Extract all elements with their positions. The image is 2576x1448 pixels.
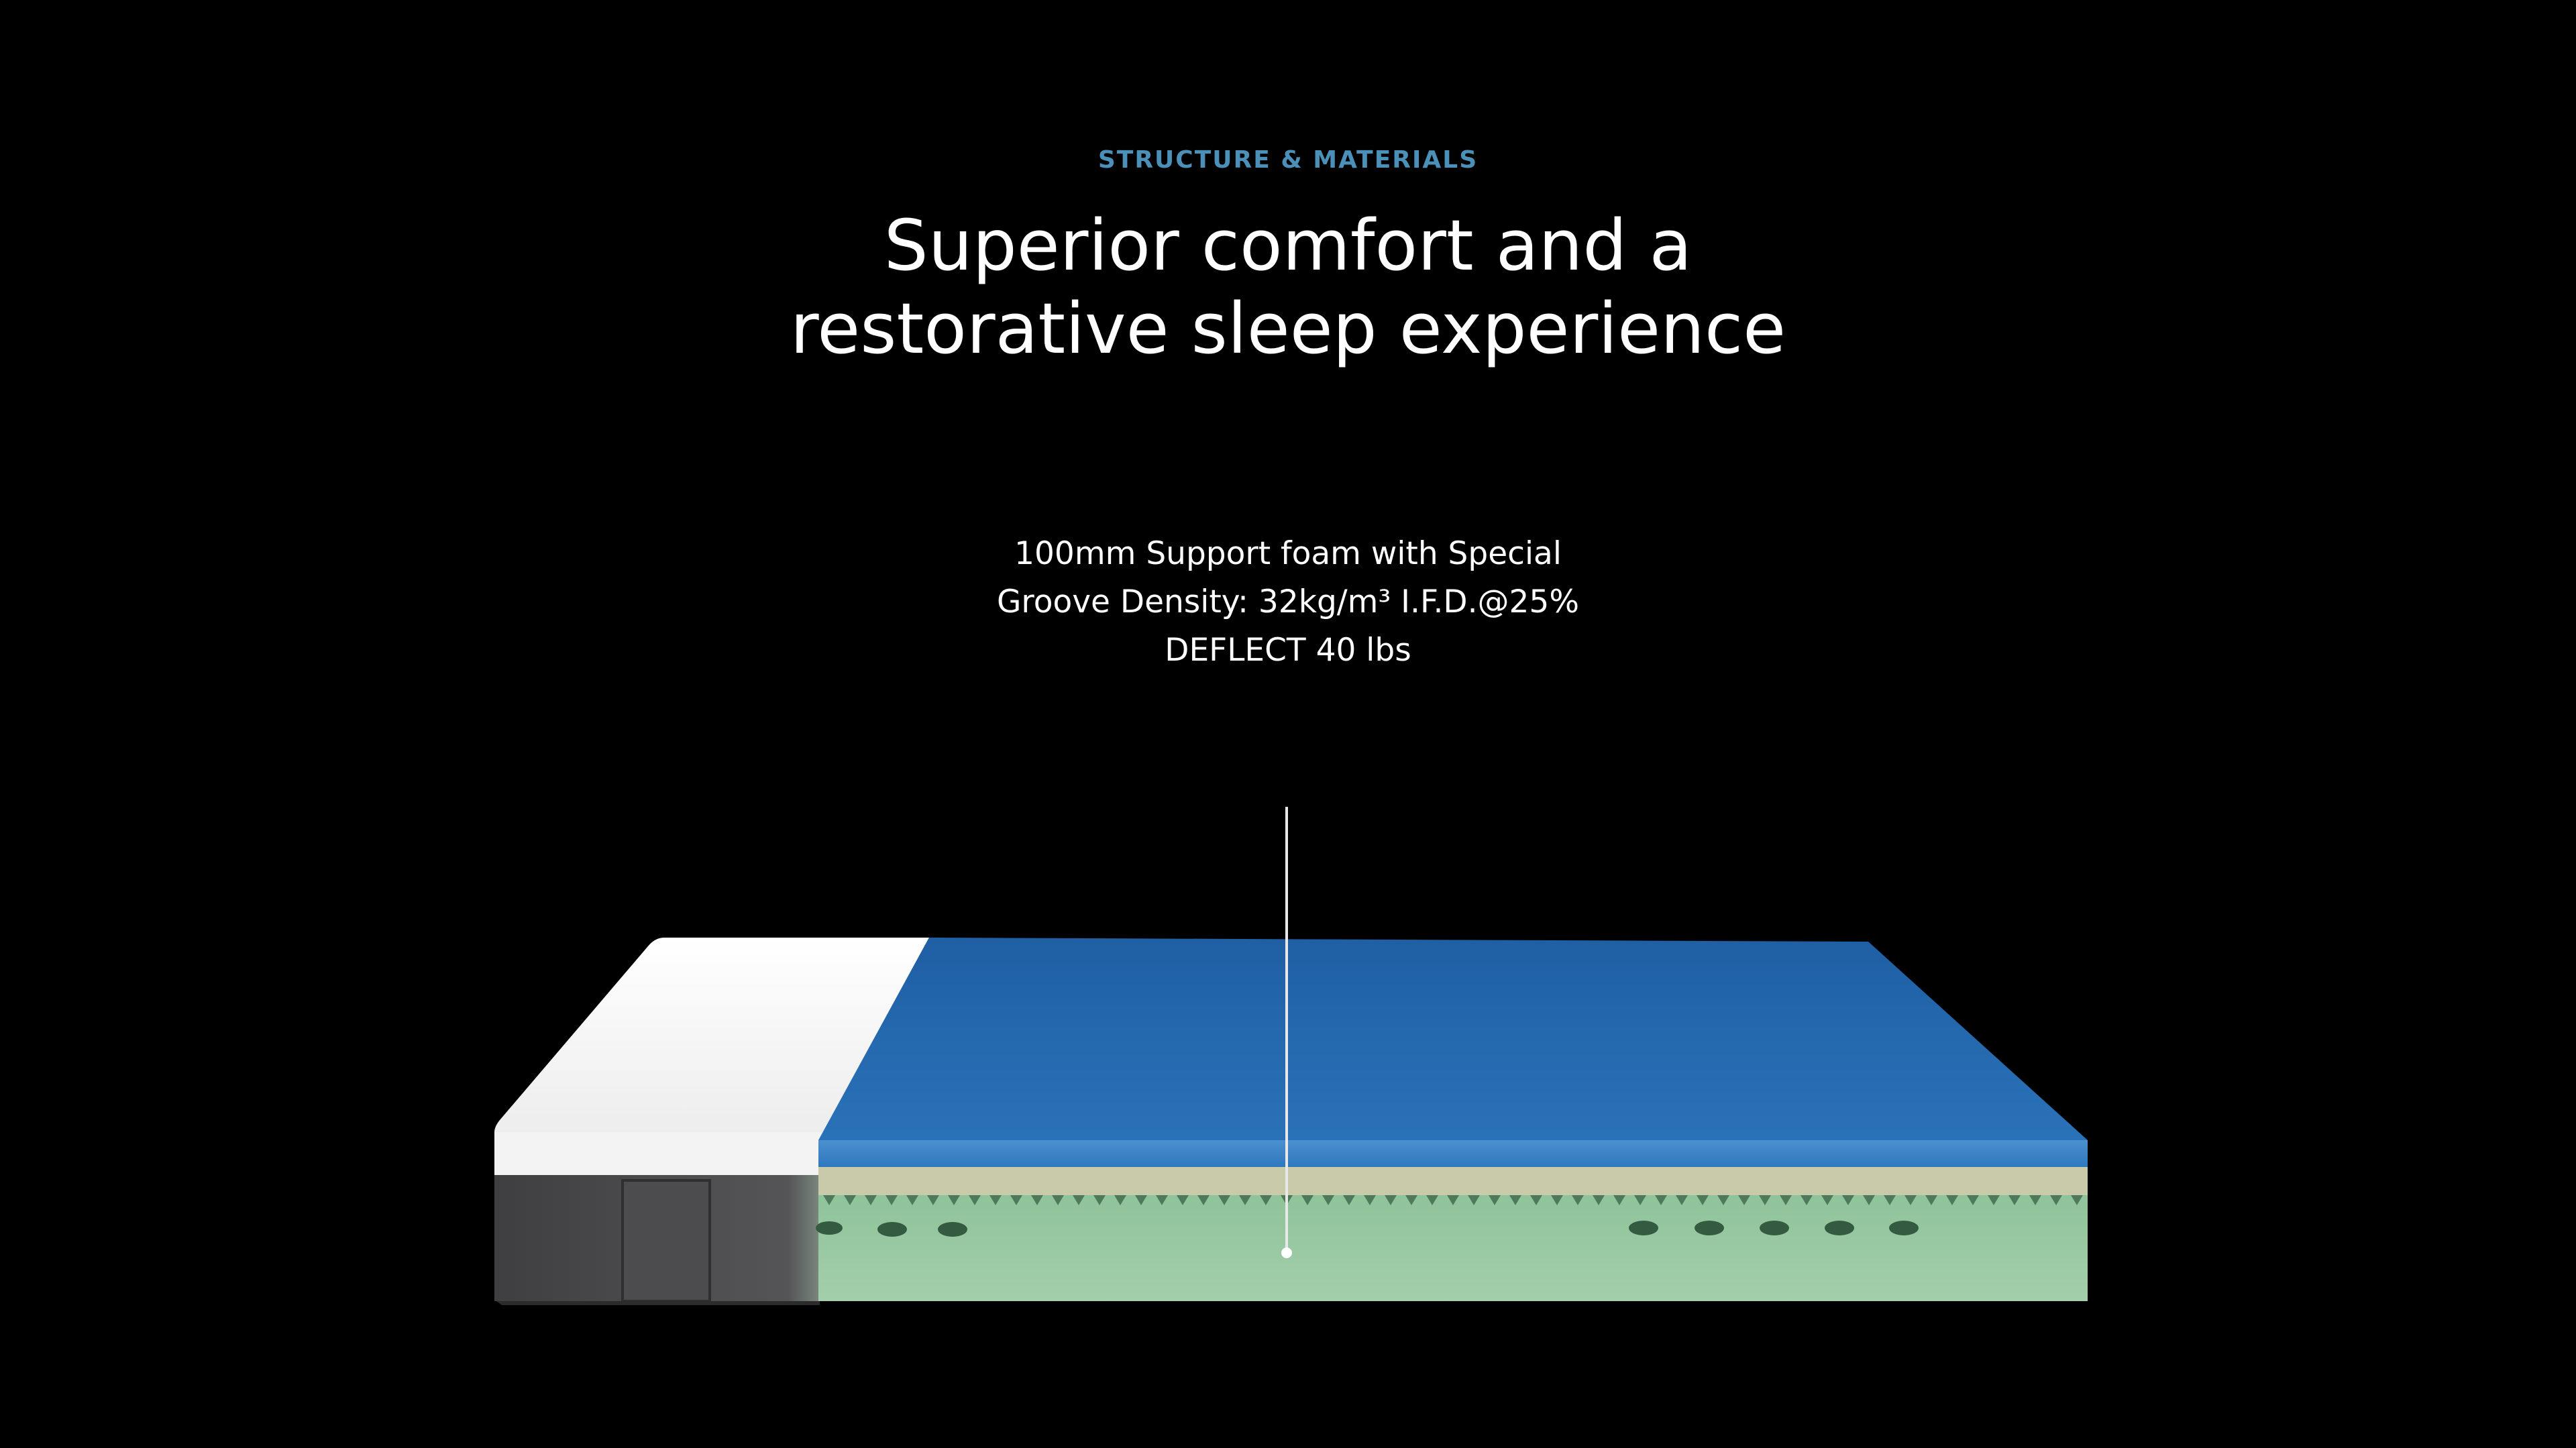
groove-notch bbox=[1509, 1195, 1521, 1205]
groove-notch bbox=[1260, 1195, 1272, 1205]
groove-notch bbox=[1801, 1195, 1813, 1205]
groove-notch bbox=[1946, 1195, 1958, 1205]
groove-notch bbox=[1780, 1195, 1792, 1205]
cover-handle bbox=[621, 1179, 711, 1302]
groove-notch bbox=[1884, 1195, 1896, 1205]
cover-layer bbox=[494, 938, 929, 1305]
groove-notch bbox=[865, 1195, 877, 1205]
groove-notch bbox=[1551, 1195, 1563, 1205]
groove-notch bbox=[1073, 1195, 1085, 1205]
groove-notch bbox=[1593, 1195, 1605, 1205]
groove-notch bbox=[823, 1195, 835, 1205]
groove-notch bbox=[1842, 1195, 1854, 1205]
groove-notch bbox=[1447, 1195, 1459, 1205]
groove-notch bbox=[1197, 1195, 1210, 1205]
groove-notch bbox=[1863, 1195, 1875, 1205]
groove-notch bbox=[1093, 1195, 1106, 1205]
groove-notch bbox=[1239, 1195, 1251, 1205]
groove-notch bbox=[1759, 1195, 1771, 1205]
groove-notch bbox=[906, 1195, 918, 1205]
groove-notch bbox=[1925, 1195, 1937, 1205]
headline-line-1: Superior comfort and a bbox=[883, 205, 1693, 286]
groove-notch bbox=[1967, 1195, 1979, 1205]
groove-notch bbox=[2029, 1195, 2041, 1205]
spec-line-3: DEFLECT 40 lbs bbox=[1165, 632, 1411, 669]
groove-notch bbox=[1177, 1195, 1189, 1205]
groove-notch bbox=[1676, 1195, 1688, 1205]
groove-notch bbox=[1634, 1195, 1646, 1205]
groove-notch bbox=[2008, 1195, 2021, 1205]
groove-notch bbox=[989, 1195, 1002, 1205]
support-foam-grooves bbox=[823, 1195, 2083, 1205]
groove-notch bbox=[1530, 1195, 1542, 1205]
groove-notch bbox=[969, 1195, 981, 1205]
groove-notch bbox=[1405, 1195, 1417, 1205]
callout-pointer-line bbox=[1285, 807, 1288, 1253]
transition-foam-layer bbox=[818, 1167, 2088, 1195]
cover-bottom bbox=[496, 1301, 820, 1305]
groove-notch bbox=[885, 1195, 898, 1205]
headline-line-2: restorative sleep experience bbox=[790, 288, 1786, 370]
groove-notch bbox=[1426, 1195, 1438, 1205]
groove-notch bbox=[1322, 1195, 1334, 1205]
groove-notch bbox=[1904, 1195, 1917, 1205]
layer-spec-callout: 100mm Support foam with Special Groove D… bbox=[0, 530, 2576, 675]
groove-notch bbox=[1489, 1195, 1501, 1205]
groove-notch bbox=[1655, 1195, 1667, 1205]
groove-notch bbox=[2050, 1195, 2062, 1205]
groove-notch bbox=[948, 1195, 960, 1205]
comfort-foam-layer bbox=[818, 938, 2088, 1167]
groove-notch bbox=[1738, 1195, 1750, 1205]
groove-notch bbox=[1114, 1195, 1126, 1205]
spec-line-1: 100mm Support foam with Special bbox=[1014, 535, 1562, 572]
groove-notch bbox=[844, 1195, 856, 1205]
cover-top-front-edge bbox=[494, 1132, 824, 1175]
groove-notch bbox=[1010, 1195, 1022, 1205]
groove-notch bbox=[1988, 1195, 2000, 1205]
groove-notch bbox=[1031, 1195, 1043, 1205]
cover-top-white bbox=[494, 938, 929, 1144]
groove-notch bbox=[1613, 1195, 1625, 1205]
groove-notch bbox=[1343, 1195, 1355, 1205]
page-headline: Superior comfort and a restorative sleep… bbox=[0, 204, 2576, 370]
eyebrow-label: STRUCTURE & MATERIALS bbox=[1097, 146, 1479, 174]
groove-notch bbox=[1301, 1195, 1313, 1205]
groove-notch bbox=[1364, 1195, 1376, 1205]
support-foam-side bbox=[818, 1195, 2088, 1301]
groove-notch bbox=[2071, 1195, 2083, 1205]
callout-pointer-dot bbox=[1281, 1247, 1292, 1258]
comfort-foam-top bbox=[818, 938, 2088, 1140]
groove-notch bbox=[927, 1195, 939, 1205]
groove-notch bbox=[1135, 1195, 1147, 1205]
groove-notch bbox=[1697, 1195, 1709, 1205]
groove-notch bbox=[1385, 1195, 1397, 1205]
groove-notch bbox=[1218, 1195, 1230, 1205]
support-foam-layer bbox=[816, 1195, 2088, 1301]
groove-notch bbox=[1468, 1195, 1480, 1205]
groove-notch bbox=[1572, 1195, 1584, 1205]
spec-line-2: Groove Density: 32kg/m³ I.F.D.@25% bbox=[996, 583, 1579, 620]
groove-notch bbox=[1156, 1195, 1168, 1205]
comfort-foam-edge bbox=[818, 1140, 2088, 1167]
groove-notch bbox=[1052, 1195, 1064, 1205]
groove-notch bbox=[1821, 1195, 1833, 1205]
support-foam-holes bbox=[816, 1221, 1919, 1237]
groove-notch bbox=[1717, 1195, 1729, 1205]
